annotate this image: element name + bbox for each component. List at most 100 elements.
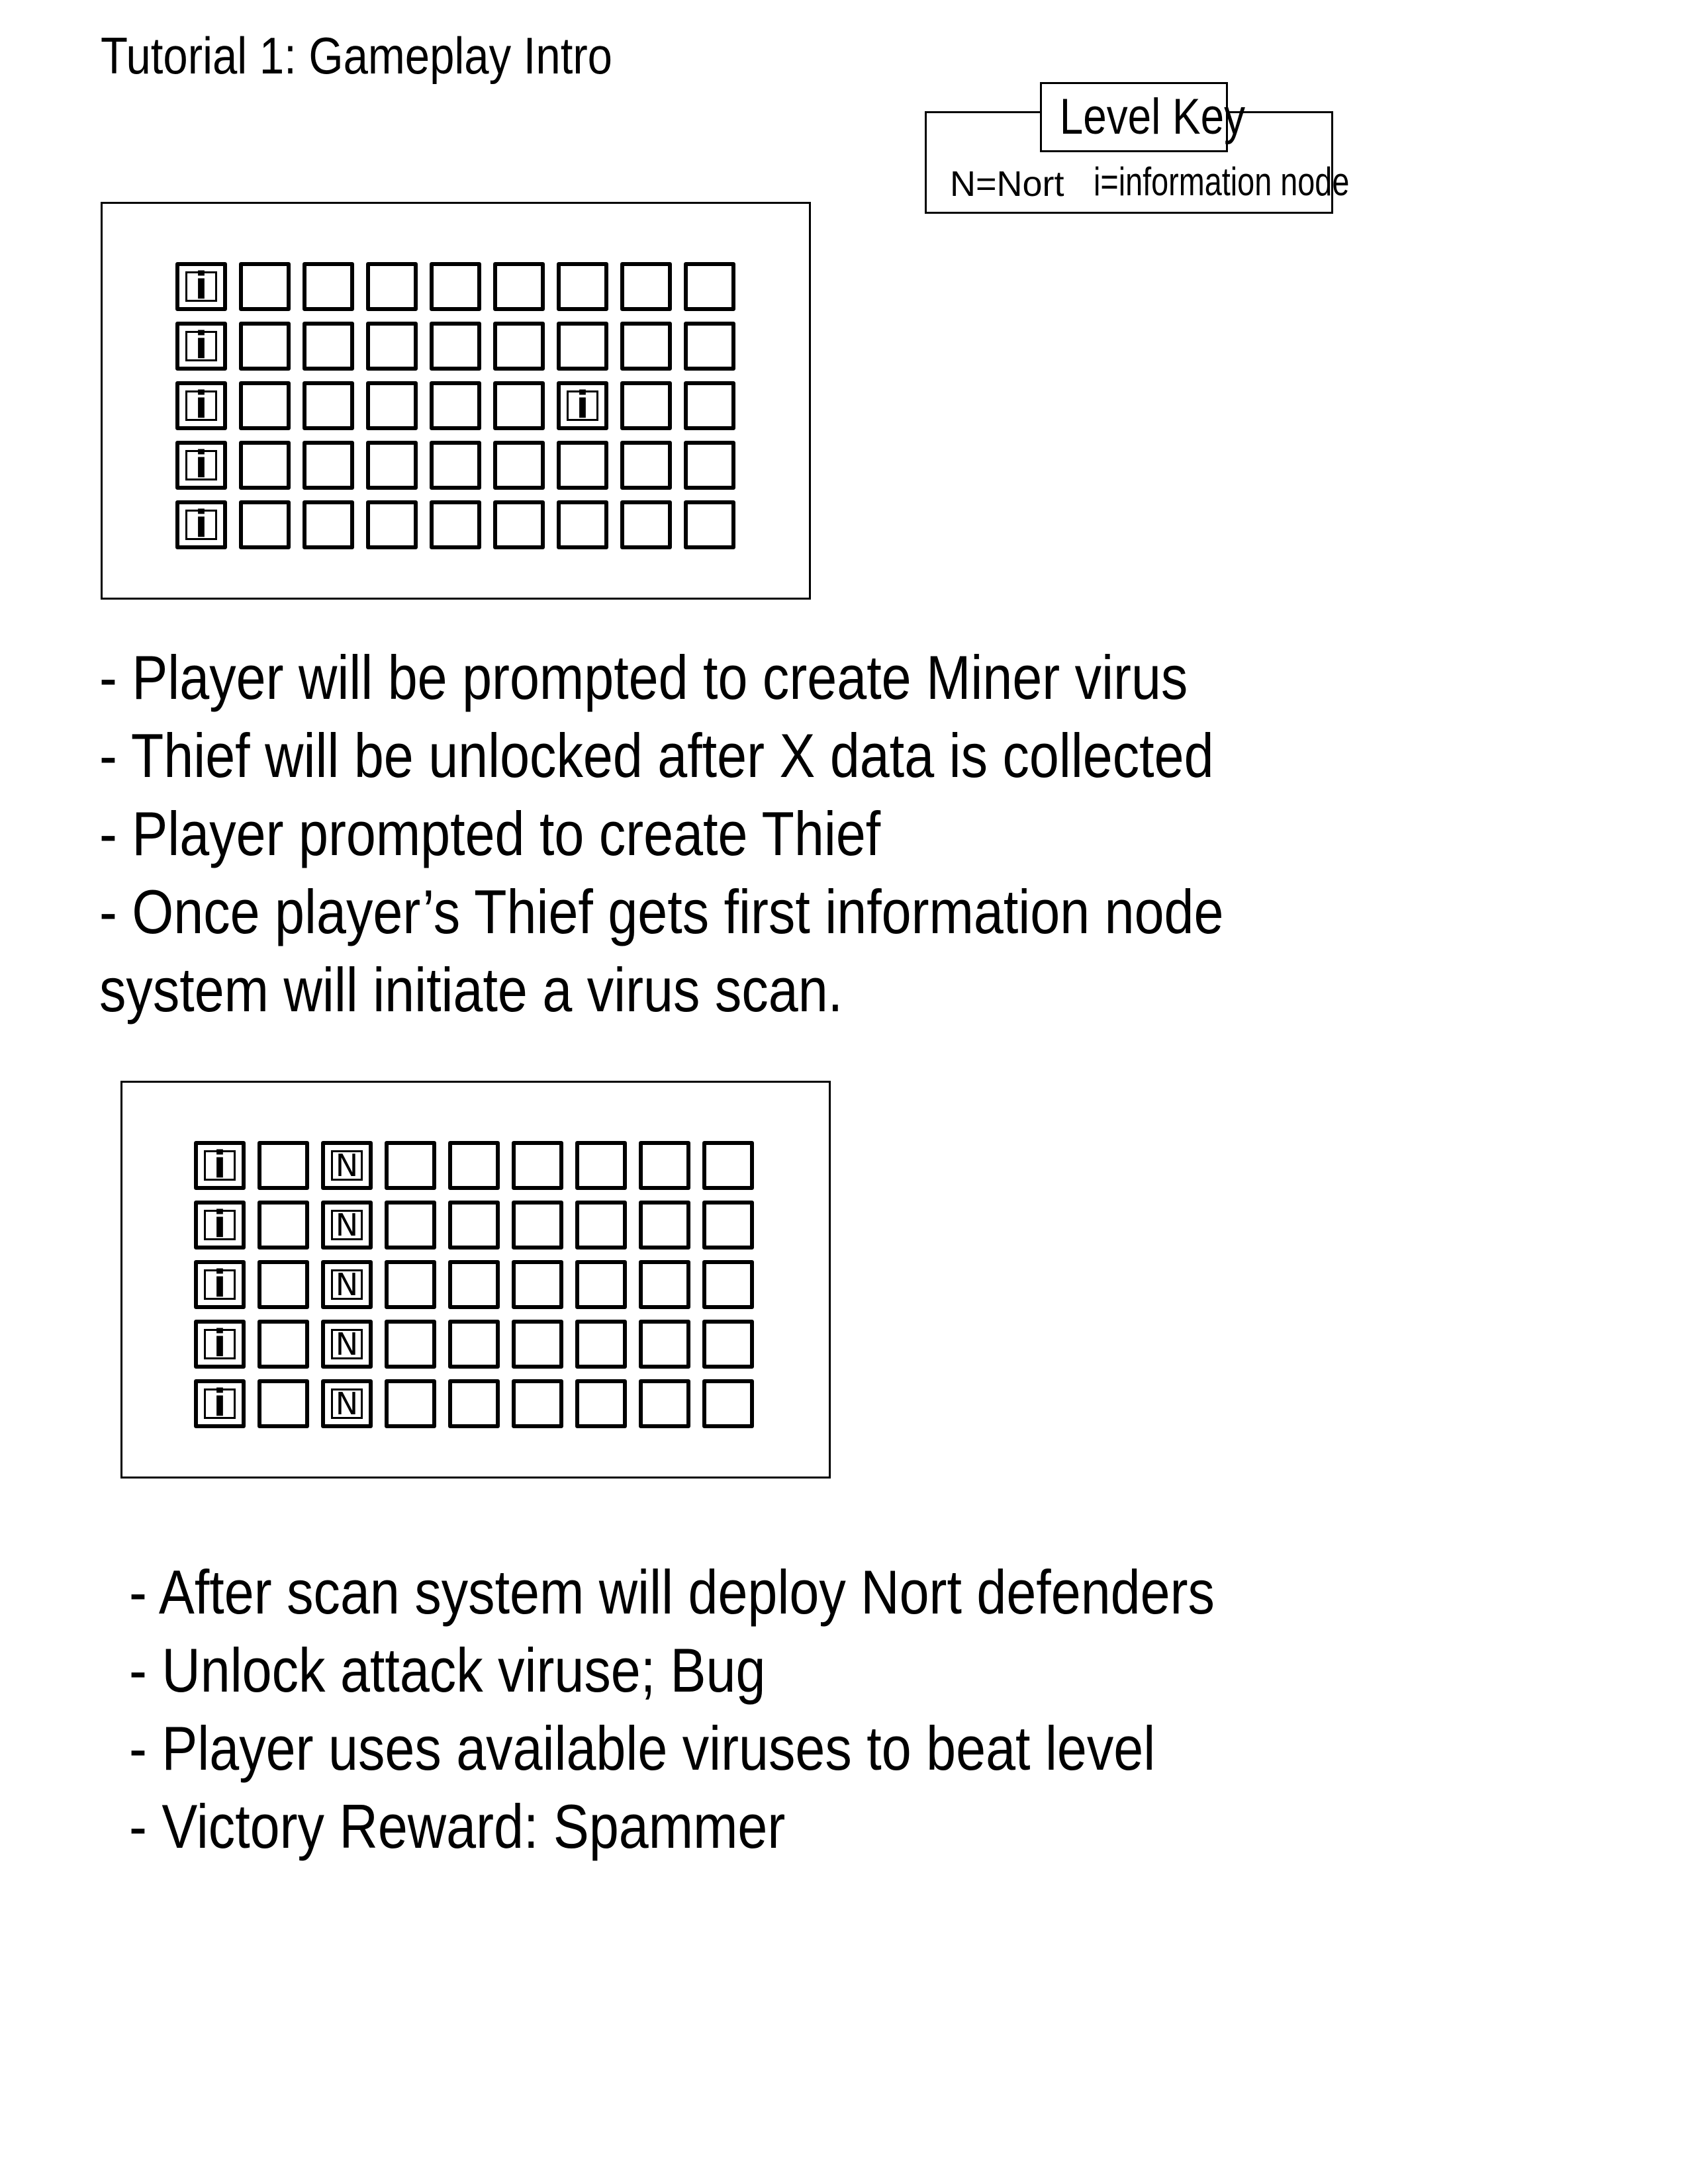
info-node-label: i [204,1147,236,1184]
empty-cell [366,322,418,371]
empty-cell [239,381,291,430]
empty-cell [385,1379,436,1428]
empty-cell [575,1379,627,1428]
info-node-label: i [204,1326,236,1363]
scan-notes: - After scan system will deploy Nort def… [129,1553,1391,1866]
empty-cell [448,1379,500,1428]
empty-cell [385,1320,436,1369]
empty-cell [430,322,481,371]
intro-note-3: - Player prompted to create Thief [99,799,881,868]
empty-cell [512,1201,563,1250]
empty-cell [366,500,418,549]
empty-cell [512,1260,563,1309]
scan-note-4: - Victory Reward: Spammer [129,1792,786,1861]
info-node-cell: i [194,1320,246,1369]
empty-cell [303,262,354,311]
empty-cell [575,1320,627,1369]
info-node-label: i [185,447,217,484]
empty-cell [448,1260,500,1309]
page-title: Tutorial 1: Gameplay Intro [101,26,612,85]
empty-cell [557,500,608,549]
empty-cell [702,1201,754,1250]
empty-cell [385,1141,436,1190]
nort-label: N [331,1269,363,1300]
info-node-label: i [204,1266,236,1303]
empty-cell [620,322,672,371]
nort-label: N [331,1150,363,1181]
empty-cell [512,1141,563,1190]
empty-cell [575,1260,627,1309]
empty-cell [430,500,481,549]
info-node-label: i [185,268,217,305]
empty-cell [430,381,481,430]
nort-cell: N [321,1141,373,1190]
empty-cell [575,1201,627,1250]
empty-cell [258,1379,309,1428]
info-node-cell: i [175,441,227,490]
empty-cell [639,1260,690,1309]
empty-cell [303,322,354,371]
empty-cell [239,500,291,549]
level-key-title-text: Level Key [1059,89,1246,145]
info-node-cell: i [175,381,227,430]
empty-cell [684,322,735,371]
empty-cell [702,1141,754,1190]
nort-cell: N [321,1201,373,1250]
nort-label: N [331,1210,363,1240]
empty-cell [303,381,354,430]
nort-cell: N [321,1260,373,1309]
empty-cell [448,1320,500,1369]
empty-cell [639,1201,690,1250]
info-node-cell: i [557,381,608,430]
empty-cell [493,381,545,430]
intro-note-2: - Thief will be unlocked after X data is… [99,721,1214,790]
info-node-cell: i [194,1141,246,1190]
empty-cell [575,1141,627,1190]
intro-note-4: - Once player’s Thief gets first informa… [99,877,1224,946]
nort-cell: N [321,1320,373,1369]
nort-label: N [331,1388,363,1419]
empty-cell [258,1320,309,1369]
info-node-label: i [185,506,217,543]
empty-cell [448,1201,500,1250]
nort-cell: N [321,1379,373,1428]
empty-cell [366,262,418,311]
empty-cell [620,441,672,490]
empty-cell [258,1201,309,1250]
empty-cell [512,1320,563,1369]
empty-cell [557,322,608,371]
info-node-cell: i [175,262,227,311]
level-key-info-entry: i=information node [1094,159,1350,204]
info-node-cell: i [194,1260,246,1309]
empty-cell [239,322,291,371]
info-node-cell: i [175,500,227,549]
empty-cell [239,262,291,311]
scan-note-3: - Player uses available viruses to beat … [129,1713,1156,1783]
empty-cell [702,1320,754,1369]
info-node-label: i [204,1385,236,1422]
level-key-title: Level Key [1040,82,1245,152]
level-key-nort-entry: N=Nort [950,164,1064,204]
empty-cell [385,1260,436,1309]
empty-cell [493,262,545,311]
info-node-cell: i [194,1201,246,1250]
empty-cell [303,441,354,490]
empty-cell [430,262,481,311]
info-node-label: i [204,1206,236,1244]
empty-cell [620,262,672,311]
empty-cell [430,441,481,490]
info-node-label: i [185,387,217,424]
scan-note-1: - After scan system will deploy Nort def… [129,1557,1215,1627]
info-node-label: i [185,328,217,365]
empty-cell [557,441,608,490]
empty-cell [366,381,418,430]
empty-cell [639,1320,690,1369]
empty-cell [258,1141,309,1190]
empty-cell [366,441,418,490]
empty-cell [493,322,545,371]
empty-cell [620,381,672,430]
